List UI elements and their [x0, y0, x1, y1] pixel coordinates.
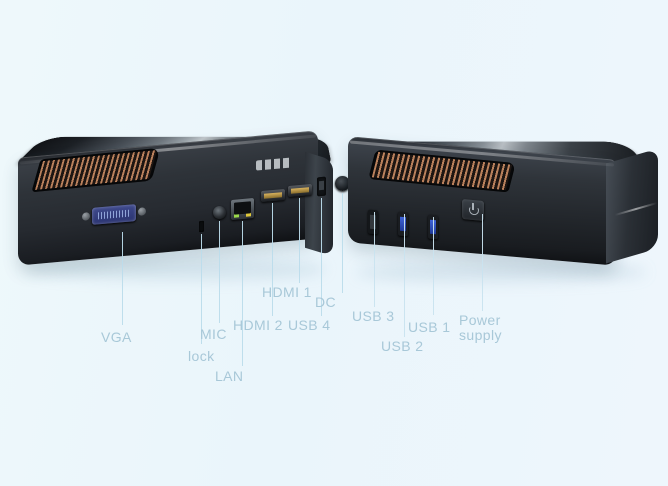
leader-line-vga — [122, 232, 123, 325]
power-supply-line-1: Power — [459, 312, 501, 328]
callout-label-vga: VGA — [101, 329, 132, 345]
leader-line-hdmi2 — [272, 203, 273, 316]
usb-3-port — [368, 209, 378, 235]
callout-label-lock: lock — [188, 348, 215, 364]
power-button[interactable] — [462, 199, 484, 221]
callout-label-usb3: USB 3 — [352, 308, 395, 324]
leader-line-lan — [242, 221, 243, 366]
mini-pc-front-unit — [344, 112, 662, 282]
dc-power-jack — [335, 176, 350, 191]
leader-line-lock — [201, 234, 202, 344]
usb-4-port — [317, 176, 326, 197]
hdmi-1-port — [288, 183, 312, 198]
leader-line-hdmi1 — [299, 198, 300, 283]
leader-line-mic — [219, 221, 220, 323]
leader-line-power — [482, 214, 483, 311]
callout-label-usb4: USB 4 — [288, 317, 331, 333]
power-supply-line-2: supply — [459, 326, 502, 343]
callout-label-hdmi1: HDMI 1 — [262, 284, 312, 300]
leader-line-usb3 — [374, 212, 375, 307]
hdmi-2-port — [261, 188, 285, 203]
callout-label-usb2: USB 2 — [381, 338, 424, 354]
left-unit-shadow — [26, 258, 326, 280]
callout-label-usb1: USB 1 — [408, 319, 451, 335]
leader-line-usb1 — [433, 217, 434, 315]
leader-line-usb4 — [321, 198, 322, 316]
callout-label-dc: DC — [315, 294, 337, 310]
mic-jack-port — [213, 206, 226, 219]
leader-line-dc — [342, 193, 343, 293]
callout-label-lan: LAN — [215, 368, 244, 384]
lan-ethernet-port — [231, 197, 254, 221]
chassis-right-side — [305, 151, 333, 257]
callout-label-power-supply: Power supply — [459, 313, 502, 342]
kensington-lock-slot — [199, 220, 204, 233]
leader-line-usb2 — [404, 214, 405, 337]
usb-2-port — [398, 211, 408, 237]
callout-label-hdmi2: HDMI 2 — [233, 317, 283, 333]
right-unit-shadow — [356, 262, 646, 282]
callout-label-mic: MIC — [200, 326, 227, 342]
